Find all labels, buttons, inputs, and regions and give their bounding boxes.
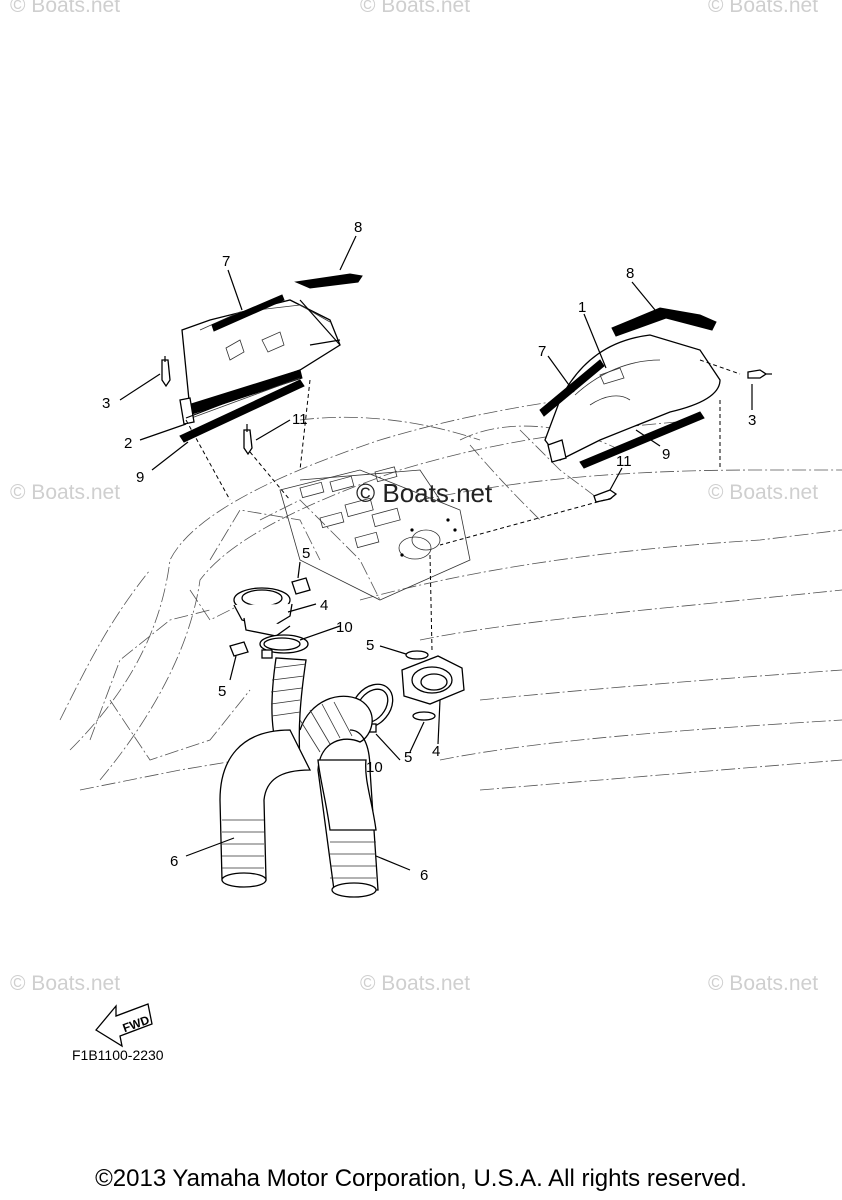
screw-left: [161, 356, 171, 388]
watermark-top-center: © Boats.net: [360, 0, 471, 17]
right-hose: [299, 695, 379, 898]
rivet-right: [593, 489, 618, 503]
callout-4-left: 4: [320, 597, 328, 614]
figure-code: F1B1100-2230: [72, 1047, 164, 1063]
callout-2: 2: [124, 435, 132, 452]
watermark-top-right: © Boats.net: [708, 0, 819, 17]
callout-3-right: 3: [748, 412, 756, 429]
left-hose: [219, 657, 312, 888]
callout-labels: 7 8 3 2 9 11 1 8 7 3 9 11 5 4 10 5 5 4 5…: [102, 219, 756, 884]
left-duct-adapter: [233, 587, 293, 637]
watermark-bottom-left: © Boats.net: [10, 972, 121, 995]
right-duct-adapter: [401, 655, 465, 705]
callout-9-right: 9: [662, 446, 670, 463]
assembly-lines: [185, 359, 741, 651]
watermark-mid-left: © Boats.net: [10, 481, 121, 504]
screw-right: [747, 369, 772, 379]
callout-8-left: 8: [354, 219, 362, 236]
deck-console: [279, 466, 471, 601]
callout-10-lower: 10: [366, 759, 383, 776]
callout-7-left: 7: [222, 253, 230, 270]
leader-lines: [119, 235, 753, 871]
callout-4-right: 4: [432, 743, 440, 760]
fwd-arrow-icon: FWD: [95, 1003, 153, 1048]
callout-10-upper: 10: [336, 619, 353, 636]
watermark-bottom-right: © Boats.net: [708, 972, 819, 995]
callout-11-right: 11: [616, 453, 632, 470]
callout-8-right: 8: [626, 265, 634, 282]
callout-5-right-upper: 5: [366, 637, 374, 654]
callout-5-right-lower: 5: [404, 749, 412, 766]
callout-3-left: 3: [102, 395, 110, 412]
watermark-bottom-center: © Boats.net: [360, 972, 471, 995]
left-air-duct-cover: [179, 273, 363, 443]
callout-6-right: 6: [420, 867, 428, 884]
watermark-mid-right: © Boats.net: [708, 481, 819, 504]
callout-9-left: 9: [136, 469, 144, 486]
right-air-duct-cover: [539, 307, 721, 469]
callout-5-upper-left: 5: [302, 545, 310, 562]
callout-5-lower-left: 5: [218, 683, 226, 700]
callout-11-left: 11: [292, 411, 308, 428]
callout-6-left: 6: [170, 853, 178, 870]
callout-1: 1: [578, 299, 586, 316]
watermark-center: © Boats.net: [356, 478, 493, 508]
left-gasket: [229, 577, 311, 657]
copyright-notice: ©2013 Yamaha Motor Corporation, U.S.A. A…: [95, 1165, 747, 1192]
left-clamp: [259, 634, 309, 659]
right-gaskets: [405, 650, 436, 721]
callout-7-right: 7: [538, 343, 546, 360]
watermark-top-left: © Boats.net: [10, 0, 121, 17]
rivet-left: [243, 424, 253, 456]
